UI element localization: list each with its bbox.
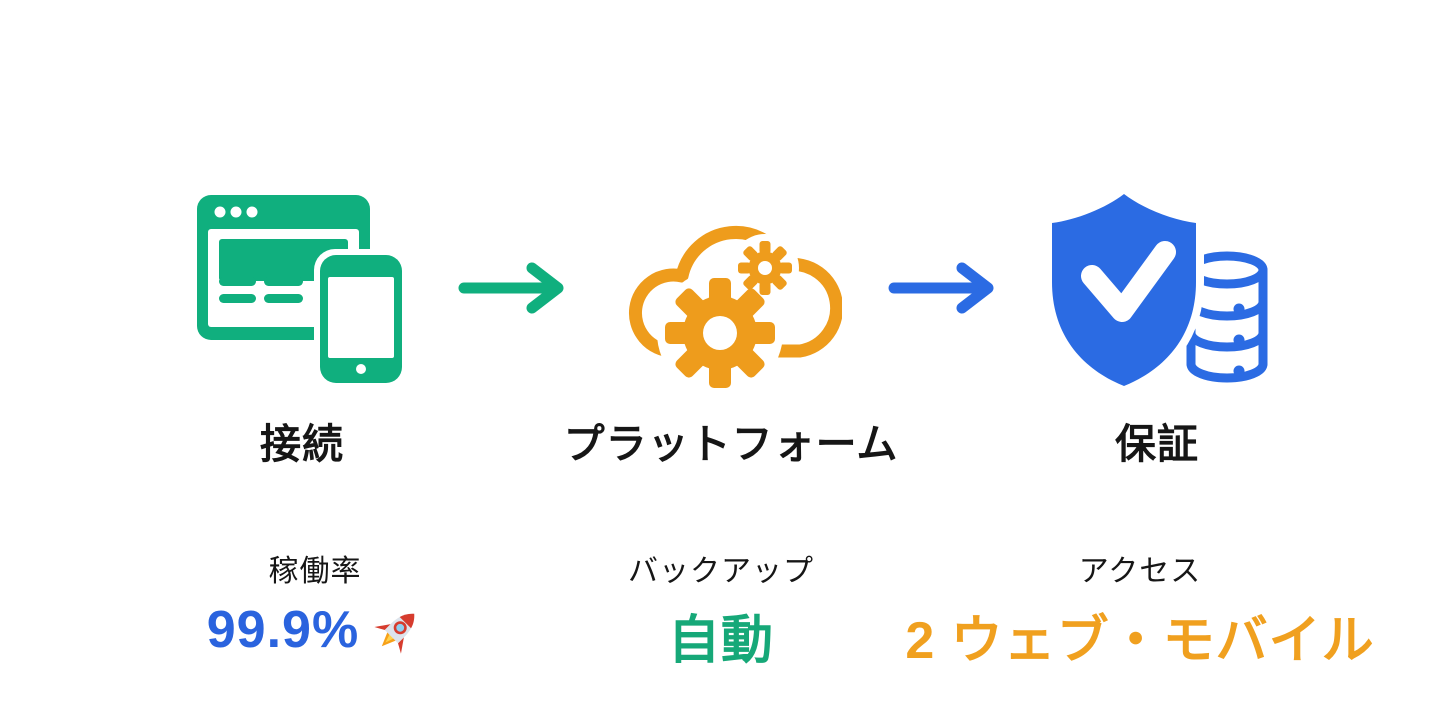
stat-uptime: 稼働率 99.9% bbox=[165, 546, 465, 660]
stat-uptime-value: 99.9% bbox=[206, 601, 360, 659]
stat-uptime-label: 稼働率 bbox=[268, 555, 362, 588]
stat-backup-label: バックアップ bbox=[628, 555, 814, 588]
step-label-connect: 接続 bbox=[260, 421, 344, 467]
stat-access-value: 2 ウェブ・モバイル bbox=[905, 612, 1375, 670]
shield-check-database-icon bbox=[1046, 190, 1268, 394]
arrow-right-icon bbox=[888, 260, 998, 316]
step-label-platform: プラットフォーム bbox=[563, 421, 899, 467]
cloud-gears-icon bbox=[612, 183, 842, 391]
rocket-icon bbox=[373, 605, 423, 655]
stat-access: アクセス 2 ウェブ・モバイル bbox=[900, 546, 1380, 673]
web-and-mobile-devices-icon bbox=[195, 193, 407, 393]
stat-backup: バックアップ 自動 bbox=[571, 546, 871, 673]
stat-access-label: アクセス bbox=[1078, 555, 1202, 588]
step-label-assurance: 保証 bbox=[1115, 421, 1199, 467]
stat-backup-value: 自動 bbox=[667, 612, 774, 670]
arrow-right-icon bbox=[458, 260, 568, 316]
